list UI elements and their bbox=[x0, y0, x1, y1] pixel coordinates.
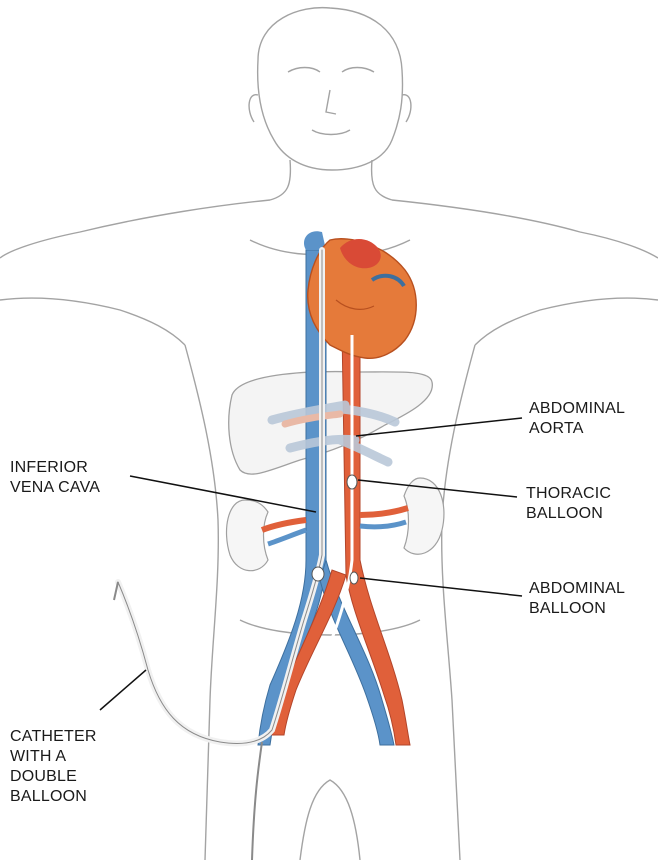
label-abdominal-balloon-line-2: BALLOON bbox=[529, 599, 625, 619]
catheter-tail bbox=[252, 742, 262, 860]
label-catheter-line-3: DOUBLE bbox=[10, 767, 97, 787]
liver bbox=[229, 372, 433, 475]
leader-catheter bbox=[100, 670, 146, 710]
catheter-tube bbox=[118, 250, 322, 744]
label-abdominal-aorta: ABDOMINAL AORTA bbox=[529, 399, 625, 439]
vena-cava-balloon-marker bbox=[312, 567, 324, 581]
label-inferior-vena-cava: INFERIOR VENA CAVA bbox=[10, 458, 100, 498]
renal-vein-right bbox=[360, 522, 406, 527]
label-catheter-line-4: BALLOON bbox=[10, 787, 97, 807]
label-catheter-line-1: CATHETER bbox=[10, 727, 97, 747]
leader-abdominal-balloon bbox=[360, 578, 522, 596]
label-abdominal-balloon-line-1: ABDOMINAL bbox=[529, 579, 625, 599]
label-abdominal-aorta-line-2: AORTA bbox=[529, 419, 625, 439]
renal-vessel-right bbox=[360, 508, 408, 515]
renal-vein-left bbox=[268, 530, 306, 544]
abdominal-balloon-marker bbox=[350, 572, 358, 584]
right-kidney bbox=[404, 478, 444, 554]
label-vena-cava-line-2: VENA CAVA bbox=[10, 478, 100, 498]
thoracic-balloon-marker bbox=[347, 475, 357, 489]
leader-vena-cava bbox=[130, 476, 316, 512]
label-thoracic-balloon-line-2: BALLOON bbox=[526, 504, 611, 524]
left-kidney bbox=[226, 500, 268, 571]
label-abdominal-aorta-line-1: ABDOMINAL bbox=[529, 399, 625, 419]
label-thoracic-balloon-line-1: THORACIC bbox=[526, 484, 611, 504]
label-catheter: CATHETER WITH A DOUBLE BALLOON bbox=[10, 727, 97, 807]
label-catheter-line-2: WITH A bbox=[10, 747, 97, 767]
label-thoracic-balloon: THORACIC BALLOON bbox=[526, 484, 611, 524]
label-vena-cava-line-1: INFERIOR bbox=[10, 458, 100, 478]
renal-vessel-left bbox=[262, 520, 306, 530]
label-abdominal-balloon: ABDOMINAL BALLOON bbox=[529, 579, 625, 619]
